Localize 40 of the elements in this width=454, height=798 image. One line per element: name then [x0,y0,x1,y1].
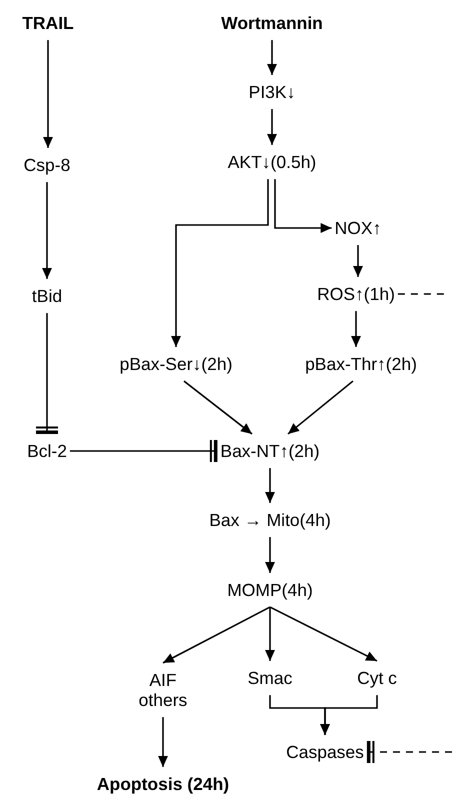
arrow [265,537,275,573]
node-label: Bax → Mito(4h) [209,510,331,530]
node-label: Csp-8 [24,154,70,176]
node-label: Caspases [286,742,364,762]
arrow [270,606,378,662]
node-label: Smac [248,668,292,688]
arrow [43,40,53,148]
inhibition-line [398,293,447,295]
inhibition-line [366,741,452,763]
node-label: Wortmannin [221,12,323,34]
node-label: tBid [32,286,62,306]
arrow [171,179,269,347]
arrow [265,607,275,661]
inhibition-line [36,313,58,434]
arrow [267,109,277,145]
node-label: ROS↑(1h) [317,284,395,304]
node-label: MOMP(4h) [227,580,313,600]
node-label: Bax-NT↑(2h) [220,440,320,462]
arrow [320,695,378,735]
node-label: PI3K↓ [248,82,296,102]
arrow [353,245,363,277]
node-label: pBax-Thr↑(2h) [305,354,417,374]
node-label: pBax-Ser↓(2h) [120,354,232,374]
node-label: NOX↑ [334,218,382,238]
arrow [351,311,361,347]
node-label: AIF others [138,670,188,710]
arrow [274,179,332,233]
arrow [42,182,52,279]
arrow [288,380,354,435]
node-label: Bcl-2 [27,440,67,462]
node-label: Apoptosis (24h) [96,774,230,794]
arrow [162,606,270,664]
node-label: AKT↓(0.5h) [228,152,316,172]
node-label: TRAIL [22,12,74,34]
inhibition-line [70,440,218,462]
arrow [184,380,252,435]
arrow [265,468,275,503]
arrow [267,40,277,75]
arrow [158,717,168,767]
node-label: Cyt c [357,668,397,688]
